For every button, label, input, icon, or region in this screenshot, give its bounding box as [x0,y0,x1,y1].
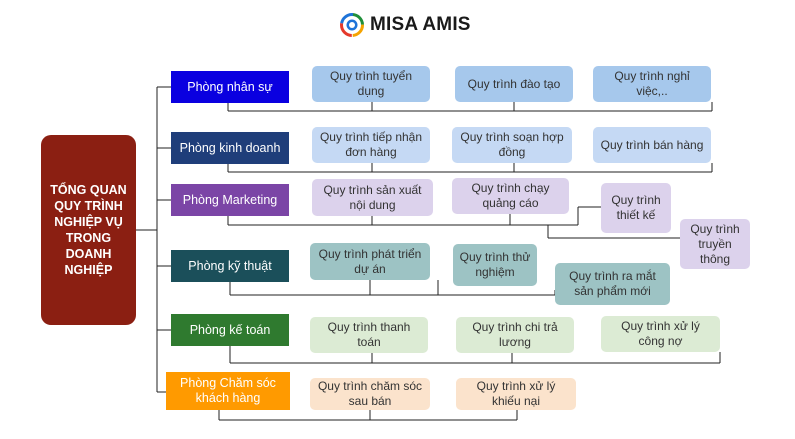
misa-amis-logo: MISA AMIS [340,12,471,38]
process-project-development: Quy trình phát triển dự án [310,243,430,280]
process-design: Quy trình thiết kế [601,183,671,233]
process-payment: Quy trình thanh toán [310,317,428,353]
dept-engineering: Phòng kỹ thuật [171,250,289,282]
process-ad-running: Quy trình chạy quảng cáo [452,178,569,214]
dept-sales: Phòng kinh doanh [171,132,289,164]
process-debt-handling: Quy trình xử lý công nợ [601,316,720,352]
dept-hr: Phòng nhân sự [171,71,289,103]
process-order-intake: Quy trình tiếp nhận đơn hàng [312,127,430,163]
process-after-sales-care: Quy trình chăm sóc sau bán [310,378,430,410]
process-communication: Quy trình truyền thông [680,219,750,269]
process-testing: Quy trình thử nghiệm [453,244,537,286]
dept-marketing: Phòng Marketing [171,184,289,216]
process-content-production: Quy trình sản xuất nội dung [312,179,433,216]
dept-accounting: Phòng kế toán [171,314,289,346]
process-training: Quy trình đào tạo [455,66,573,102]
misa-logo-icon [340,13,364,37]
process-payroll: Quy trình chi trả lương [456,317,574,353]
root-node: TỔNG QUAN QUY TRÌNH NGHIỆP VỤ TRONG DOAN… [41,135,136,325]
process-resignation: Quy trình nghỉ việc,.. [593,66,711,102]
process-product-launch: Quy trình ra mắt sản phẩm mới [555,263,670,305]
dept-customer-care: Phòng Chăm sóc khách hàng [166,372,290,410]
logo-text: MISA AMIS [370,14,471,35]
process-contract-drafting: Quy trình soạn hợp đồng [452,127,572,163]
process-selling: Quy trình bán hàng [593,127,711,163]
process-complaint-handling: Quy trình xử lý khiếu nại [456,378,576,410]
process-recruitment: Quy trình tuyển dụng [312,66,430,102]
